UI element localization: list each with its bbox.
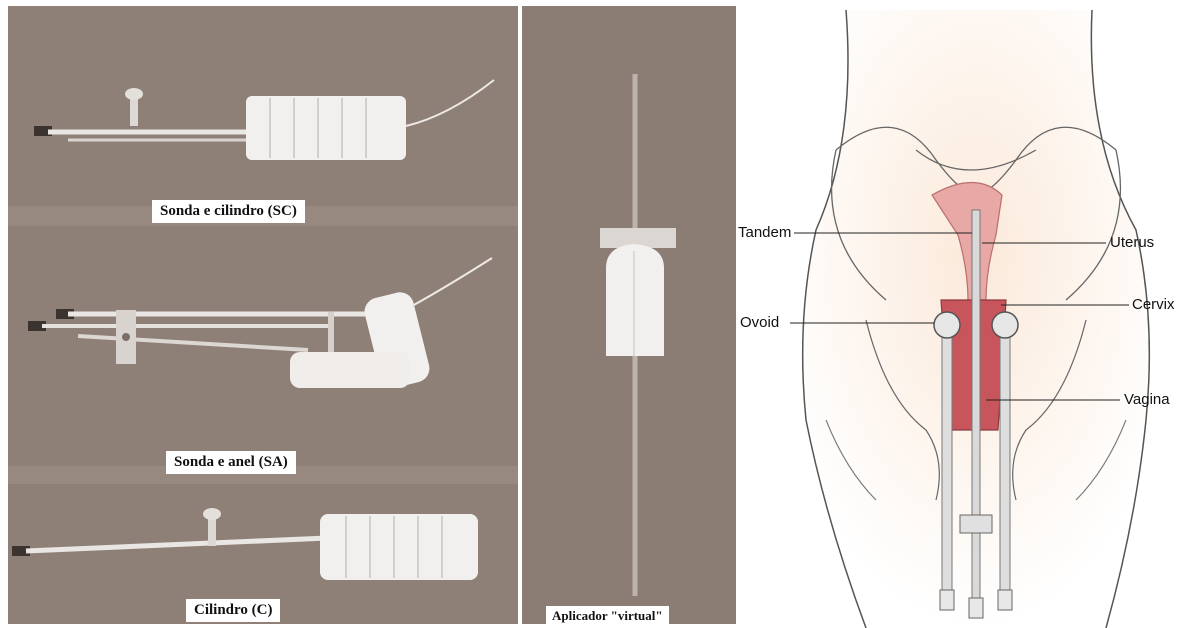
label-cilindro: Cilindro (C)	[186, 599, 280, 622]
label-ovoid: Ovoid	[740, 314, 779, 331]
label-sonda-anel: Sonda e anel (SA)	[166, 451, 296, 474]
virtual-applicator-drawing	[522, 6, 736, 624]
pelvis-diagram	[736, 0, 1199, 628]
label-tandem: Tandem	[738, 224, 791, 241]
anatomy-diagram-panel: Tandem Uterus Cervix Ovoid Vagina	[736, 0, 1199, 628]
applicator-photo-drawing	[8, 6, 518, 624]
label-sonda-cilindro: Sonda e cilindro (SC)	[152, 200, 305, 223]
label-vagina: Vagina	[1124, 391, 1170, 408]
label-aplicador-virtual: Aplicador "virtual"	[546, 606, 669, 624]
virtual-applicator-panel: Aplicador "virtual"	[522, 6, 736, 624]
label-cervix: Cervix	[1132, 296, 1175, 313]
label-uterus: Uterus	[1110, 234, 1154, 251]
applicator-photo-panel: Sonda e cilindro (SC) Sonda e anel (SA) …	[8, 6, 518, 624]
